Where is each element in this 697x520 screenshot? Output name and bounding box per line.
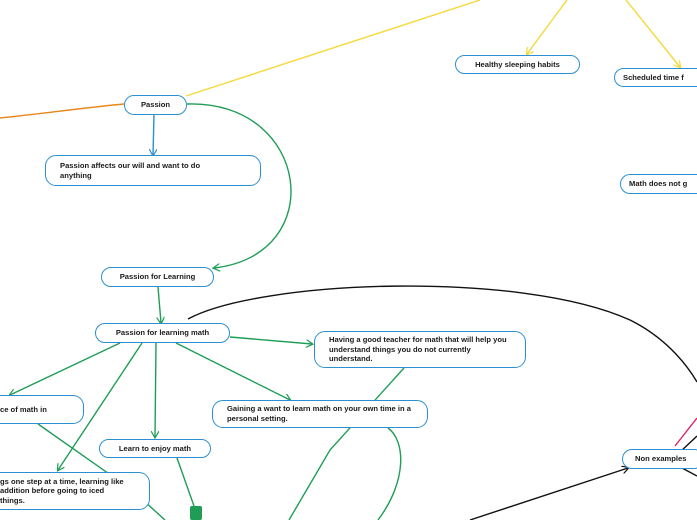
link-pink-right (674, 417, 697, 447)
link-teacher-down (288, 367, 405, 520)
node-gaining-want[interactable]: Gaining a want to learn math on your own… (212, 400, 428, 428)
node-non-examples[interactable]: Non examples (622, 449, 697, 469)
node-healthy-sleeping[interactable]: Healthy sleeping habits (455, 55, 580, 74)
link-passion-to-passion-affects (153, 114, 154, 155)
node-passion-affects[interactable]: Passion affects our will and want to do … (45, 155, 261, 186)
link-learning-to-learning-math (158, 286, 161, 323)
node-passion-for-learning[interactable]: Passion for Learning (101, 267, 214, 287)
green-marker-badge (190, 506, 202, 520)
link-learning-math-to-gaining-want (175, 342, 290, 400)
node-good-teacher[interactable]: Having a good teacher for math that will… (314, 331, 526, 368)
link-bottom-to-non-examples (469, 468, 628, 520)
node-learn-to-enjoy[interactable]: Learn to enjoy math (99, 439, 211, 458)
link-learning-math-to-one-step (58, 342, 143, 470)
node-importance-of-math[interactable]: ce of math in (0, 395, 84, 424)
link-enjoy-to-badge (176, 457, 195, 507)
link-root-to-passion (185, 0, 481, 97)
node-passion[interactable]: Passion (124, 95, 187, 115)
link-root-to-healthy-sleeping (527, 0, 568, 54)
link-learning-math-to-good-teacher (229, 336, 312, 344)
link-passion-to-passion-for-learning (186, 103, 292, 268)
link-learning-math-to-importance (10, 342, 121, 395)
link-left-to-passion (0, 103, 125, 119)
node-passion-for-learning-math[interactable]: Passion for learning math (95, 323, 230, 343)
node-scheduled-time[interactable]: Scheduled time f (614, 68, 697, 87)
link-learning-math-to-enjoy (155, 342, 156, 437)
link-gaining-loop (377, 427, 402, 520)
node-one-step[interactable]: gs one step at a time, learning like add… (0, 472, 150, 510)
node-math-does-not[interactable]: Math does not g (620, 174, 697, 194)
link-root-to-scheduled-time (625, 0, 680, 67)
link-learning-math-to-non-examples (187, 285, 697, 383)
link-non-examples-right-down (681, 467, 697, 477)
